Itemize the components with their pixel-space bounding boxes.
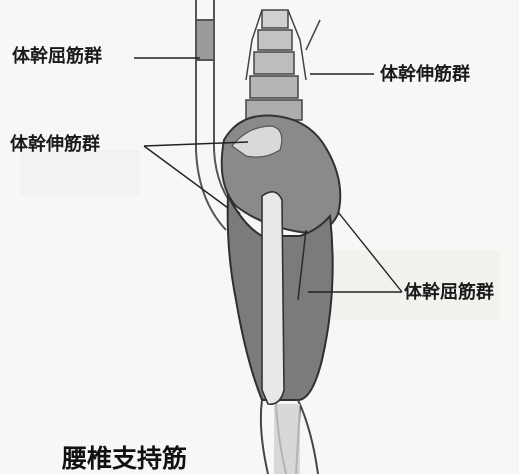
- diagram-title: 腰椎支持筋: [62, 446, 187, 471]
- label-trunk-extensors-left: 体幹伸筋群: [10, 136, 100, 154]
- label-trunk-flexors-upper-left: 体幹屈筋群: [12, 48, 102, 66]
- lumbar-spine: [246, 10, 320, 120]
- knee-shade: [274, 404, 300, 474]
- label-trunk-extensors-upper-right: 体幹伸筋群: [380, 66, 470, 84]
- femur: [262, 192, 284, 404]
- label-trunk-flexors-right: 体幹屈筋群: [404, 284, 494, 302]
